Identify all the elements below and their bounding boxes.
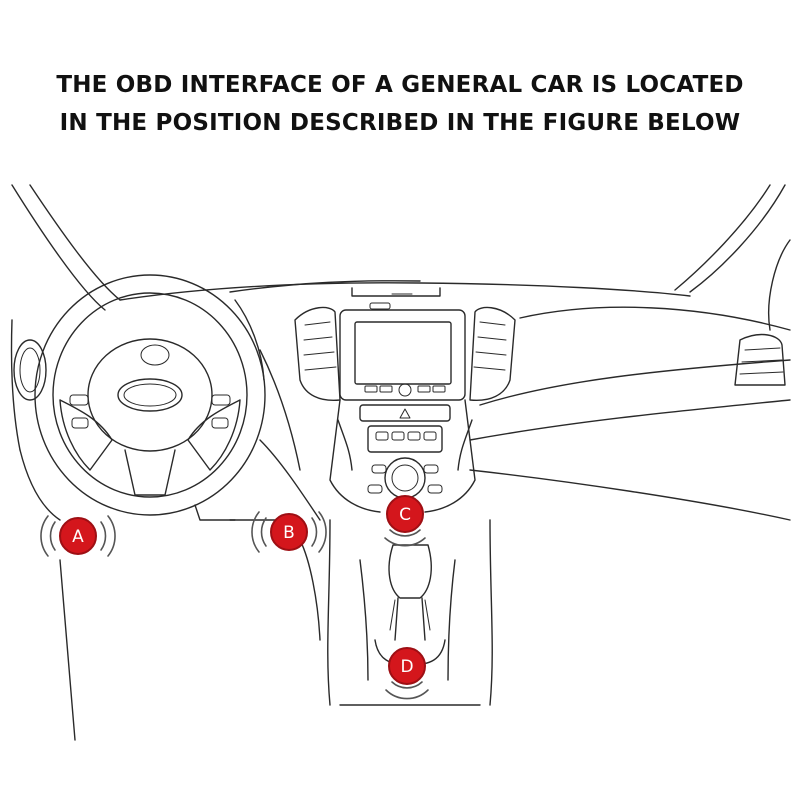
center-stack <box>329 302 476 513</box>
marker-d-dot <box>388 647 426 685</box>
title-line-1: THE OBD INTERFACE OF A GENERAL CAR IS LO… <box>56 72 744 98</box>
windshield-frame <box>11 184 791 331</box>
marker-d-label: D <box>400 657 413 677</box>
page-title: THE OBD INTERFACE OF A GENERAL CAR IS LO… <box>0 66 800 142</box>
marker-a-dot <box>59 517 97 555</box>
marker-b: B <box>251 511 327 553</box>
center-console <box>59 519 493 741</box>
marker-a: A <box>40 515 116 557</box>
marker-c-dot <box>386 495 424 533</box>
marker-b-dot <box>270 513 308 551</box>
left-vent <box>13 339 47 401</box>
marker-b-label: B <box>283 523 295 543</box>
title-line-2: IN THE POSITION DESCRIBED IN THE FIGURE … <box>59 110 741 136</box>
marker-a-label: A <box>72 527 84 547</box>
dashboard-body <box>10 280 791 521</box>
steering-wheel <box>34 274 266 521</box>
marker-c: C <box>384 495 426 547</box>
marker-c-label: C <box>399 505 411 525</box>
marker-d: D <box>385 647 429 700</box>
